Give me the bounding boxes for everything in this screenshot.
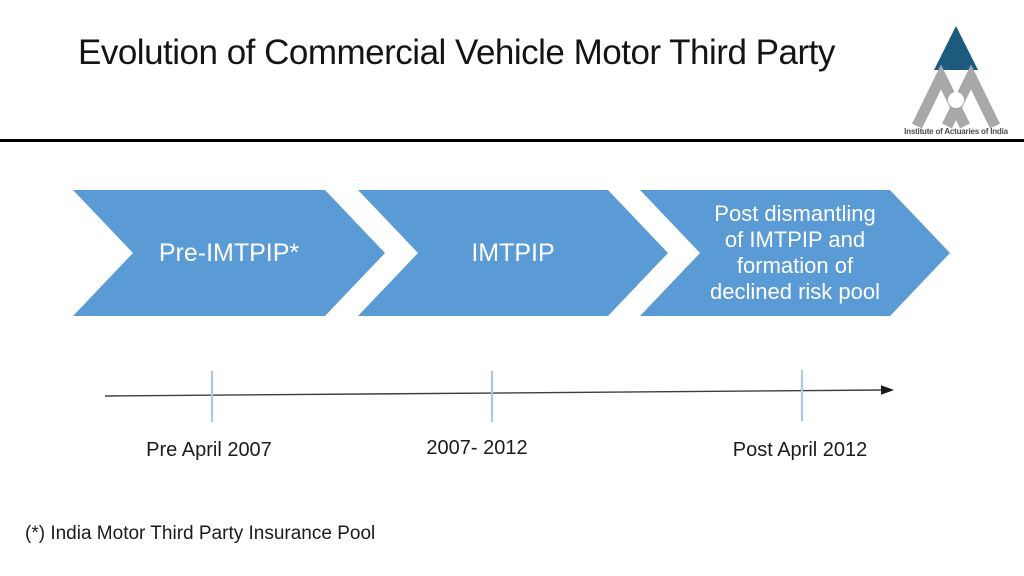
logo-blue-triangle: [934, 26, 978, 70]
timeline-arrowhead-icon: [881, 385, 894, 395]
institute-logo-icon: [912, 26, 1000, 129]
chevron-2-label: IMTPIP: [471, 238, 555, 267]
logo-center-dot: [948, 92, 964, 108]
chevron-1-shape: [73, 190, 385, 316]
chevron-3-label: Post dismantling of IMTPIP and formation…: [710, 201, 880, 304]
title-divider: [0, 139, 1024, 142]
timeline-label-2007-2012: 2007- 2012: [426, 437, 528, 459]
chevron-2-shape: [358, 190, 668, 316]
footnote: (*) India Motor Third Party Insurance Po…: [25, 523, 376, 544]
chevron-3-shape: [640, 190, 950, 316]
page-title: Evolution of Commercial Vehicle Motor Th…: [78, 33, 835, 72]
timeline-label-post-april-2012: Post April 2012: [732, 439, 868, 461]
logo-right-a: [942, 64, 1000, 129]
institute-logo-caption: Institute of Actuaries of India: [904, 127, 1008, 136]
timeline-line: [104, 389, 885, 397]
chevron-1-label: Pre-IMTPIP*: [158, 238, 300, 267]
timeline-label-pre-april-2007: Pre April 2007: [146, 439, 272, 461]
